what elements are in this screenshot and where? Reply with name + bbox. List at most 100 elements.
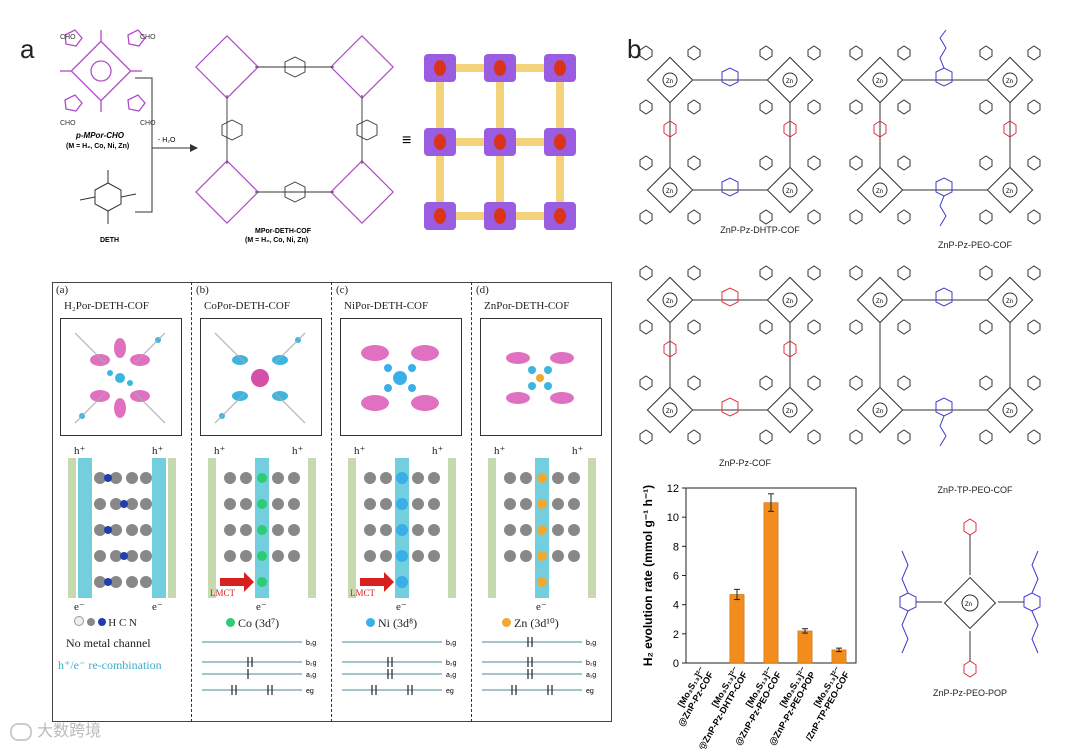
subpanel-d: (d) ZnPor-DETH-COF h⁺ h⁺ e⁻ Zn (3d¹⁰) [472,282,612,722]
orbital-plot [60,318,182,436]
structure-label: ZnP-Pz-DHTP-COF [720,225,800,235]
bar [797,630,813,664]
svg-text:- H₂O: - H₂O [158,137,176,144]
cof-lattice-3d [424,54,576,230]
svg-text:b₂g: b₂g [306,660,317,667]
error-bar [836,647,842,653]
svg-text:p-MPor-CHO: p-MPor-CHO [75,131,125,140]
orbital-diagram: b₁g b₂g a₁g eg [342,640,457,695]
svg-text:b₁g: b₁g [446,640,456,647]
svg-text:MPor-DETH-COF: MPor-DETH-COF [255,228,312,235]
structure-drawings: Zn [639,29,1041,447]
bar [729,594,745,664]
metal-legend: Co (3d⁷) [226,616,279,631]
y-tick-label: 2 [673,629,679,641]
panel-a-letter: a [20,34,35,64]
e-bottom: e⁻ [256,601,267,613]
svg-text:eg: eg [306,688,314,695]
error-bar [734,588,740,601]
hplus-left: h⁺ [494,445,506,457]
hplus-right: h⁺ [152,445,164,457]
deth-monomer [79,170,137,224]
stack-model [208,458,316,598]
hplus-right: h⁺ [432,445,444,457]
error-bar [802,628,808,634]
atom-legend: H C N [74,616,137,629]
subpanel-tag: (d) [476,284,489,296]
y-tick-label: 6 [673,571,679,583]
svg-text:CHO: CHO [140,120,156,127]
hplus-right: h⁺ [572,445,584,457]
structure-label: ZnP-Pz-PEO-COF [937,240,1012,250]
error-bar [768,493,774,512]
subpanel-tag: (c) [336,284,349,296]
svg-text:b₁g: b₁g [586,640,596,647]
note-no-metal: No metal channel [66,636,151,650]
orbital-plot [480,318,602,436]
panel-a-scheme: CHO CHO CHO CHO p-MPor-CHO (M = H₂, Co, … [60,29,576,244]
svg-text:a₁g: a₁g [306,672,316,679]
panel-b-letter: b [627,34,642,64]
y-tick-label: 4 [673,600,679,612]
svg-text:CHO: CHO [60,120,76,127]
svg-text:CHO: CHO [60,34,76,41]
svg-text:CHO: CHO [140,34,156,41]
hplus-left: h⁺ [214,445,226,457]
h2-evolution-chart: 0 2 4 6 8 10 12 H₂ evolution rate (mmol g⁻¹ h⁻¹… [641,483,857,749]
y-tick-label: 8 [673,541,679,553]
orbital-plot [340,318,462,436]
lmct-label: LMCT [350,588,376,598]
svg-text:≡: ≡ [402,132,411,149]
hplus-left: h⁺ [354,445,366,457]
subpanel-title: H₂Por-DETH-COF [64,300,149,312]
svg-text:b₁g: b₁g [306,640,316,647]
x-tick-label: [Mo₃S₁₃]²⁻@ZnP-Pz-COF [667,665,715,728]
y-tick-label: 0 [673,658,679,670]
y-tick-label: 12 [667,483,679,495]
orbital-plot [200,318,322,436]
svg-text:(M = H₂, Co, Ni, Zn): (M = H₂, Co, Ni, Zn) [66,143,129,150]
orbital-diagram: b₁g b₂g a₁g eg [482,637,597,695]
svg-text:DETH: DETH [100,237,119,244]
subpanel-title: CoPor-DETH-COF [204,300,290,312]
lower-panel-frame [52,282,612,722]
svg-text:a₁g: a₁g [586,672,596,679]
subpanel-tag: (b) [196,284,209,296]
product-cof [195,35,394,224]
pop-structure: Zn [899,518,1041,678]
e-left: e⁻ [74,601,85,613]
y-tick-label: 10 [667,512,679,524]
svg-text:a₁g: a₁g [446,672,456,679]
svg-text:b₂g: b₂g [586,660,597,667]
watermark: 大数跨境 [10,717,101,741]
subpanel-title: ZnPor-DETH-COF [484,300,570,312]
stack-model [488,458,596,598]
svg-text:b₂g: b₂g [446,660,457,667]
structure-label: ZnP-Pz-PEO-POP [932,688,1007,698]
metal-legend: Zn (3d¹⁰) [502,616,559,631]
stack-model [348,458,456,598]
e-right: e⁻ [152,601,163,613]
watermark-logo-icon [10,722,32,741]
lower-panel: (a) H₂Por-DETH-COF h⁺ h⁺ e⁻ e⁻ [52,282,612,722]
e-bottom: e⁻ [396,601,407,613]
orbital-diagram: b₁g b₂g a₁g eg [202,640,317,695]
y-axis-label: H₂ evolution rate (mmol g⁻¹ h⁻¹) [641,485,655,666]
svg-text:eg: eg [446,688,454,695]
subpanel-a: (a) H₂Por-DETH-COF h⁺ h⁺ e⁻ e⁻ [52,282,192,722]
metal-legend: Ni (3d⁸) [366,616,417,631]
monomer-porphyrin [60,29,146,112]
bar [763,502,779,664]
svg-text:eg: eg [586,688,594,695]
subpanel-tag: (a) [56,284,69,296]
e-bottom: e⁻ [536,601,547,613]
hplus-left: h⁺ [74,445,86,457]
lmct-label: LMCT [210,588,236,598]
note-recombination: h⁺/e⁻ re-combination [58,658,162,672]
structure-label: ZnP-TP-PEO-COF [937,485,1013,495]
structure-label: ZnP-Pz-COF [718,458,771,468]
svg-text:Zn: Zn [965,602,972,608]
subpanel-b: (b) CoPor-DETH-COF h⁺ h⁺ LMCT e⁻ Co [192,282,332,722]
svg-text:(M = H₂, Co, Ni, Zn): (M = H₂, Co, Ni, Zn) [245,237,308,244]
hplus-right: h⁺ [292,445,304,457]
